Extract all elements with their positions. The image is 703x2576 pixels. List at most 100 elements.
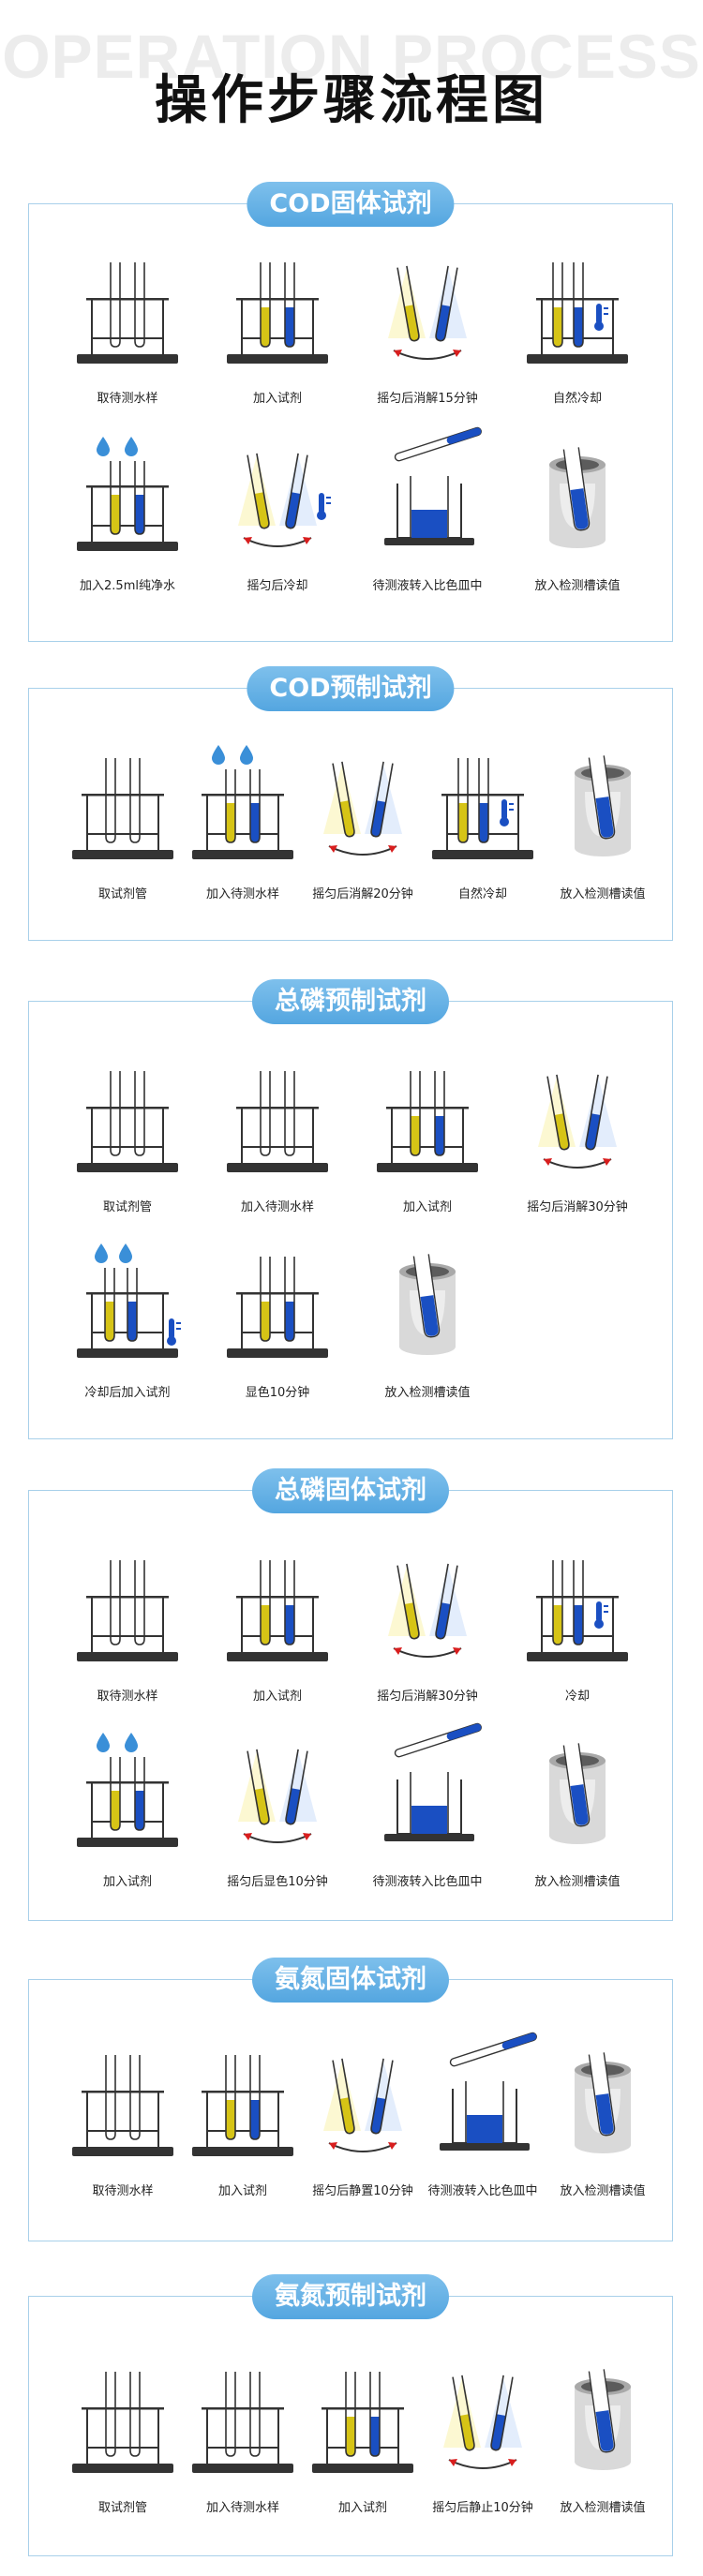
step-label: 加入待测水样 bbox=[240, 1200, 314, 1214]
step-label: 加入试剂 bbox=[252, 392, 302, 406]
rack-yellow-blue-tubes-icon bbox=[192, 2055, 293, 2156]
shake-tubes-icon bbox=[323, 761, 402, 856]
step-label: 摇匀后消解30分钟 bbox=[377, 1690, 478, 1704]
detection-slot-icon bbox=[399, 1254, 456, 1355]
watermark-text: OPERATION PROCESS bbox=[2, 22, 701, 91]
step-label: 加入试剂 bbox=[217, 2184, 267, 2198]
process-step: 放入检测槽读值 bbox=[502, 1733, 652, 1901]
rack-yellow-blue-tubes-icon bbox=[227, 1257, 328, 1358]
step-label: 摇匀后静止10分钟 bbox=[432, 2501, 533, 2515]
rack-empty-tubes-icon bbox=[227, 1071, 328, 1172]
process-step: 冷却后加入试剂 bbox=[52, 1243, 202, 1412]
process-step: 摇匀后静止10分钟 bbox=[408, 2359, 558, 2527]
step-label: 冷却 bbox=[564, 1690, 590, 1704]
step-label: 放入检测槽读值 bbox=[534, 1875, 621, 1889]
step-label: 取试剂管 bbox=[102, 1200, 152, 1214]
step-label: 取试剂管 bbox=[97, 2501, 147, 2515]
shake-tubes-icon bbox=[388, 265, 467, 360]
process-step: 冷却 bbox=[502, 1547, 652, 1716]
step-label: 显色10分钟 bbox=[245, 1386, 310, 1400]
process-step: 摇匀后显色10分钟 bbox=[202, 1733, 352, 1901]
process-step: 加入待测水样 bbox=[202, 1058, 352, 1227]
step-label: 加入试剂 bbox=[252, 1690, 302, 1704]
step-label: 摇匀后静置10分钟 bbox=[312, 2184, 413, 2198]
section-title-badge: 氨氮预制试剂 bbox=[252, 2274, 449, 2319]
section-title-badge: 总磷预制试剂 bbox=[252, 979, 449, 1024]
shake-tubes-icon bbox=[323, 2058, 402, 2152]
step-label: 冷却后加入试剂 bbox=[84, 1386, 171, 1400]
process-step: 加入试剂 bbox=[168, 2042, 318, 2211]
step-label: 加入试剂 bbox=[337, 2501, 387, 2515]
step-label: 摇匀后显色10分钟 bbox=[227, 1875, 328, 1889]
step-label: 摇匀后冷却 bbox=[247, 579, 308, 593]
rack-add-water-drops-icon bbox=[77, 1733, 178, 1847]
step-label: 加入待测水样 bbox=[205, 887, 279, 901]
step-label: 待测液转入比色皿中 bbox=[372, 1875, 483, 1889]
section-title-badge: COD固体试剂 bbox=[247, 182, 455, 227]
step-label: 摇匀后消解20分钟 bbox=[312, 887, 413, 901]
step-label: 取待测水样 bbox=[97, 392, 158, 406]
process-step: 取待测水样 bbox=[52, 1547, 202, 1716]
process-step: 摇匀后消解30分钟 bbox=[502, 1058, 652, 1227]
step-label: 取待测水样 bbox=[92, 2184, 154, 2198]
transfer-to-cuvette-icon bbox=[384, 426, 482, 545]
rack-add-drops-thermometer-icon bbox=[77, 1243, 181, 1358]
process-step: 摇匀后消解30分钟 bbox=[352, 1547, 502, 1716]
process-step: 放入检测槽读值 bbox=[528, 2359, 678, 2527]
rack-yellow-blue-tubes-icon bbox=[312, 2372, 413, 2473]
process-step: 取待测水样 bbox=[52, 249, 202, 418]
rack-cooling-thermometer-icon bbox=[527, 1560, 628, 1661]
process-step: 加入2.5ml纯净水 bbox=[52, 437, 202, 605]
process-step: 加入试剂 bbox=[202, 249, 352, 418]
step-label: 放入检测槽读值 bbox=[534, 579, 621, 593]
section-title-badge: COD预制试剂 bbox=[247, 666, 455, 711]
process-step: 加入待测水样 bbox=[168, 745, 318, 914]
section-nh3-prefab: 氨氮预制试剂 取试剂管 加入待测水样 加入试剂 摇匀后静止10分钟 放入检测槽读… bbox=[28, 2274, 673, 2556]
shake-cool-thermometer-icon bbox=[238, 453, 331, 547]
detection-slot-icon bbox=[575, 2369, 631, 2470]
process-step: 待测液转入比色皿中 bbox=[352, 1722, 502, 1901]
step-label: 取试剂管 bbox=[97, 887, 147, 901]
process-step: 待测液转入比色皿中 bbox=[408, 2032, 558, 2211]
rack-add-water-drops-icon bbox=[192, 745, 293, 859]
process-step: 放入检测槽读值 bbox=[352, 1243, 502, 1412]
section-title-badge: 氨氮固体试剂 bbox=[252, 1958, 449, 2003]
rack-empty-tubes-icon bbox=[72, 2055, 173, 2156]
process-step: 取试剂管 bbox=[48, 2359, 198, 2527]
step-label: 加入试剂 bbox=[102, 1875, 152, 1889]
rack-yellow-blue-tubes-icon bbox=[227, 262, 328, 364]
process-step: 放入检测槽读值 bbox=[502, 437, 652, 605]
step-label: 待测液转入比色皿中 bbox=[372, 579, 483, 593]
process-step: 加入待测水样 bbox=[168, 2359, 318, 2527]
section-nh3-solid: 氨氮固体试剂 取待测水样 加入试剂 摇匀后静置10分钟 待测液转入比色皿中 放入… bbox=[28, 1958, 673, 2241]
process-step: 自然冷却 bbox=[502, 249, 652, 418]
process-step: 放入检测槽读值 bbox=[528, 745, 678, 914]
step-label: 加入待测水样 bbox=[205, 2501, 279, 2515]
rack-empty-tubes-icon bbox=[77, 1560, 178, 1661]
process-step: 取试剂管 bbox=[52, 1058, 202, 1227]
process-step: 加入试剂 bbox=[202, 1547, 352, 1716]
section-tp-solid: 总磷固体试剂 取待测水样 加入试剂 摇匀后消解30分钟 冷却 加入试剂 摇匀后显… bbox=[28, 1468, 673, 1921]
detection-slot-icon bbox=[549, 447, 606, 548]
process-step: 自然冷却 bbox=[408, 745, 558, 914]
rack-empty-tubes-icon bbox=[77, 1071, 178, 1172]
process-step: 摇匀后冷却 bbox=[202, 437, 352, 605]
step-label: 待测液转入比色皿中 bbox=[427, 2184, 538, 2198]
rack-cooling-thermometer-icon bbox=[527, 262, 628, 364]
process-step: 放入检测槽读值 bbox=[528, 2042, 678, 2211]
rack-add-water-drops-icon bbox=[77, 437, 178, 551]
detection-slot-icon bbox=[549, 1743, 606, 1844]
step-label: 自然冷却 bbox=[457, 887, 507, 901]
process-step: 待测液转入比色皿中 bbox=[352, 426, 502, 605]
step-label: 自然冷却 bbox=[552, 392, 602, 406]
section-tp-prefab: 总磷预制试剂 取试剂管 加入待测水样 加入试剂 摇匀后消解30分钟 冷却后加入试… bbox=[28, 979, 673, 1439]
step-label: 放入检测槽读值 bbox=[560, 2501, 646, 2515]
step-label: 放入检测槽读值 bbox=[384, 1386, 471, 1400]
step-label: 取待测水样 bbox=[97, 1690, 158, 1704]
section-cod-prefab: COD预制试剂 取试剂管 加入待测水样 摇匀后消解20分钟 自然冷却 放入检测槽… bbox=[28, 666, 673, 941]
process-step: 摇匀后消解20分钟 bbox=[288, 745, 438, 914]
rack-yellow-blue-tubes-icon bbox=[377, 1071, 478, 1172]
step-label: 摇匀后消解15分钟 bbox=[377, 392, 478, 406]
step-label: 摇匀后消解30分钟 bbox=[527, 1200, 628, 1214]
process-step: 摇匀后静置10分钟 bbox=[288, 2042, 438, 2211]
